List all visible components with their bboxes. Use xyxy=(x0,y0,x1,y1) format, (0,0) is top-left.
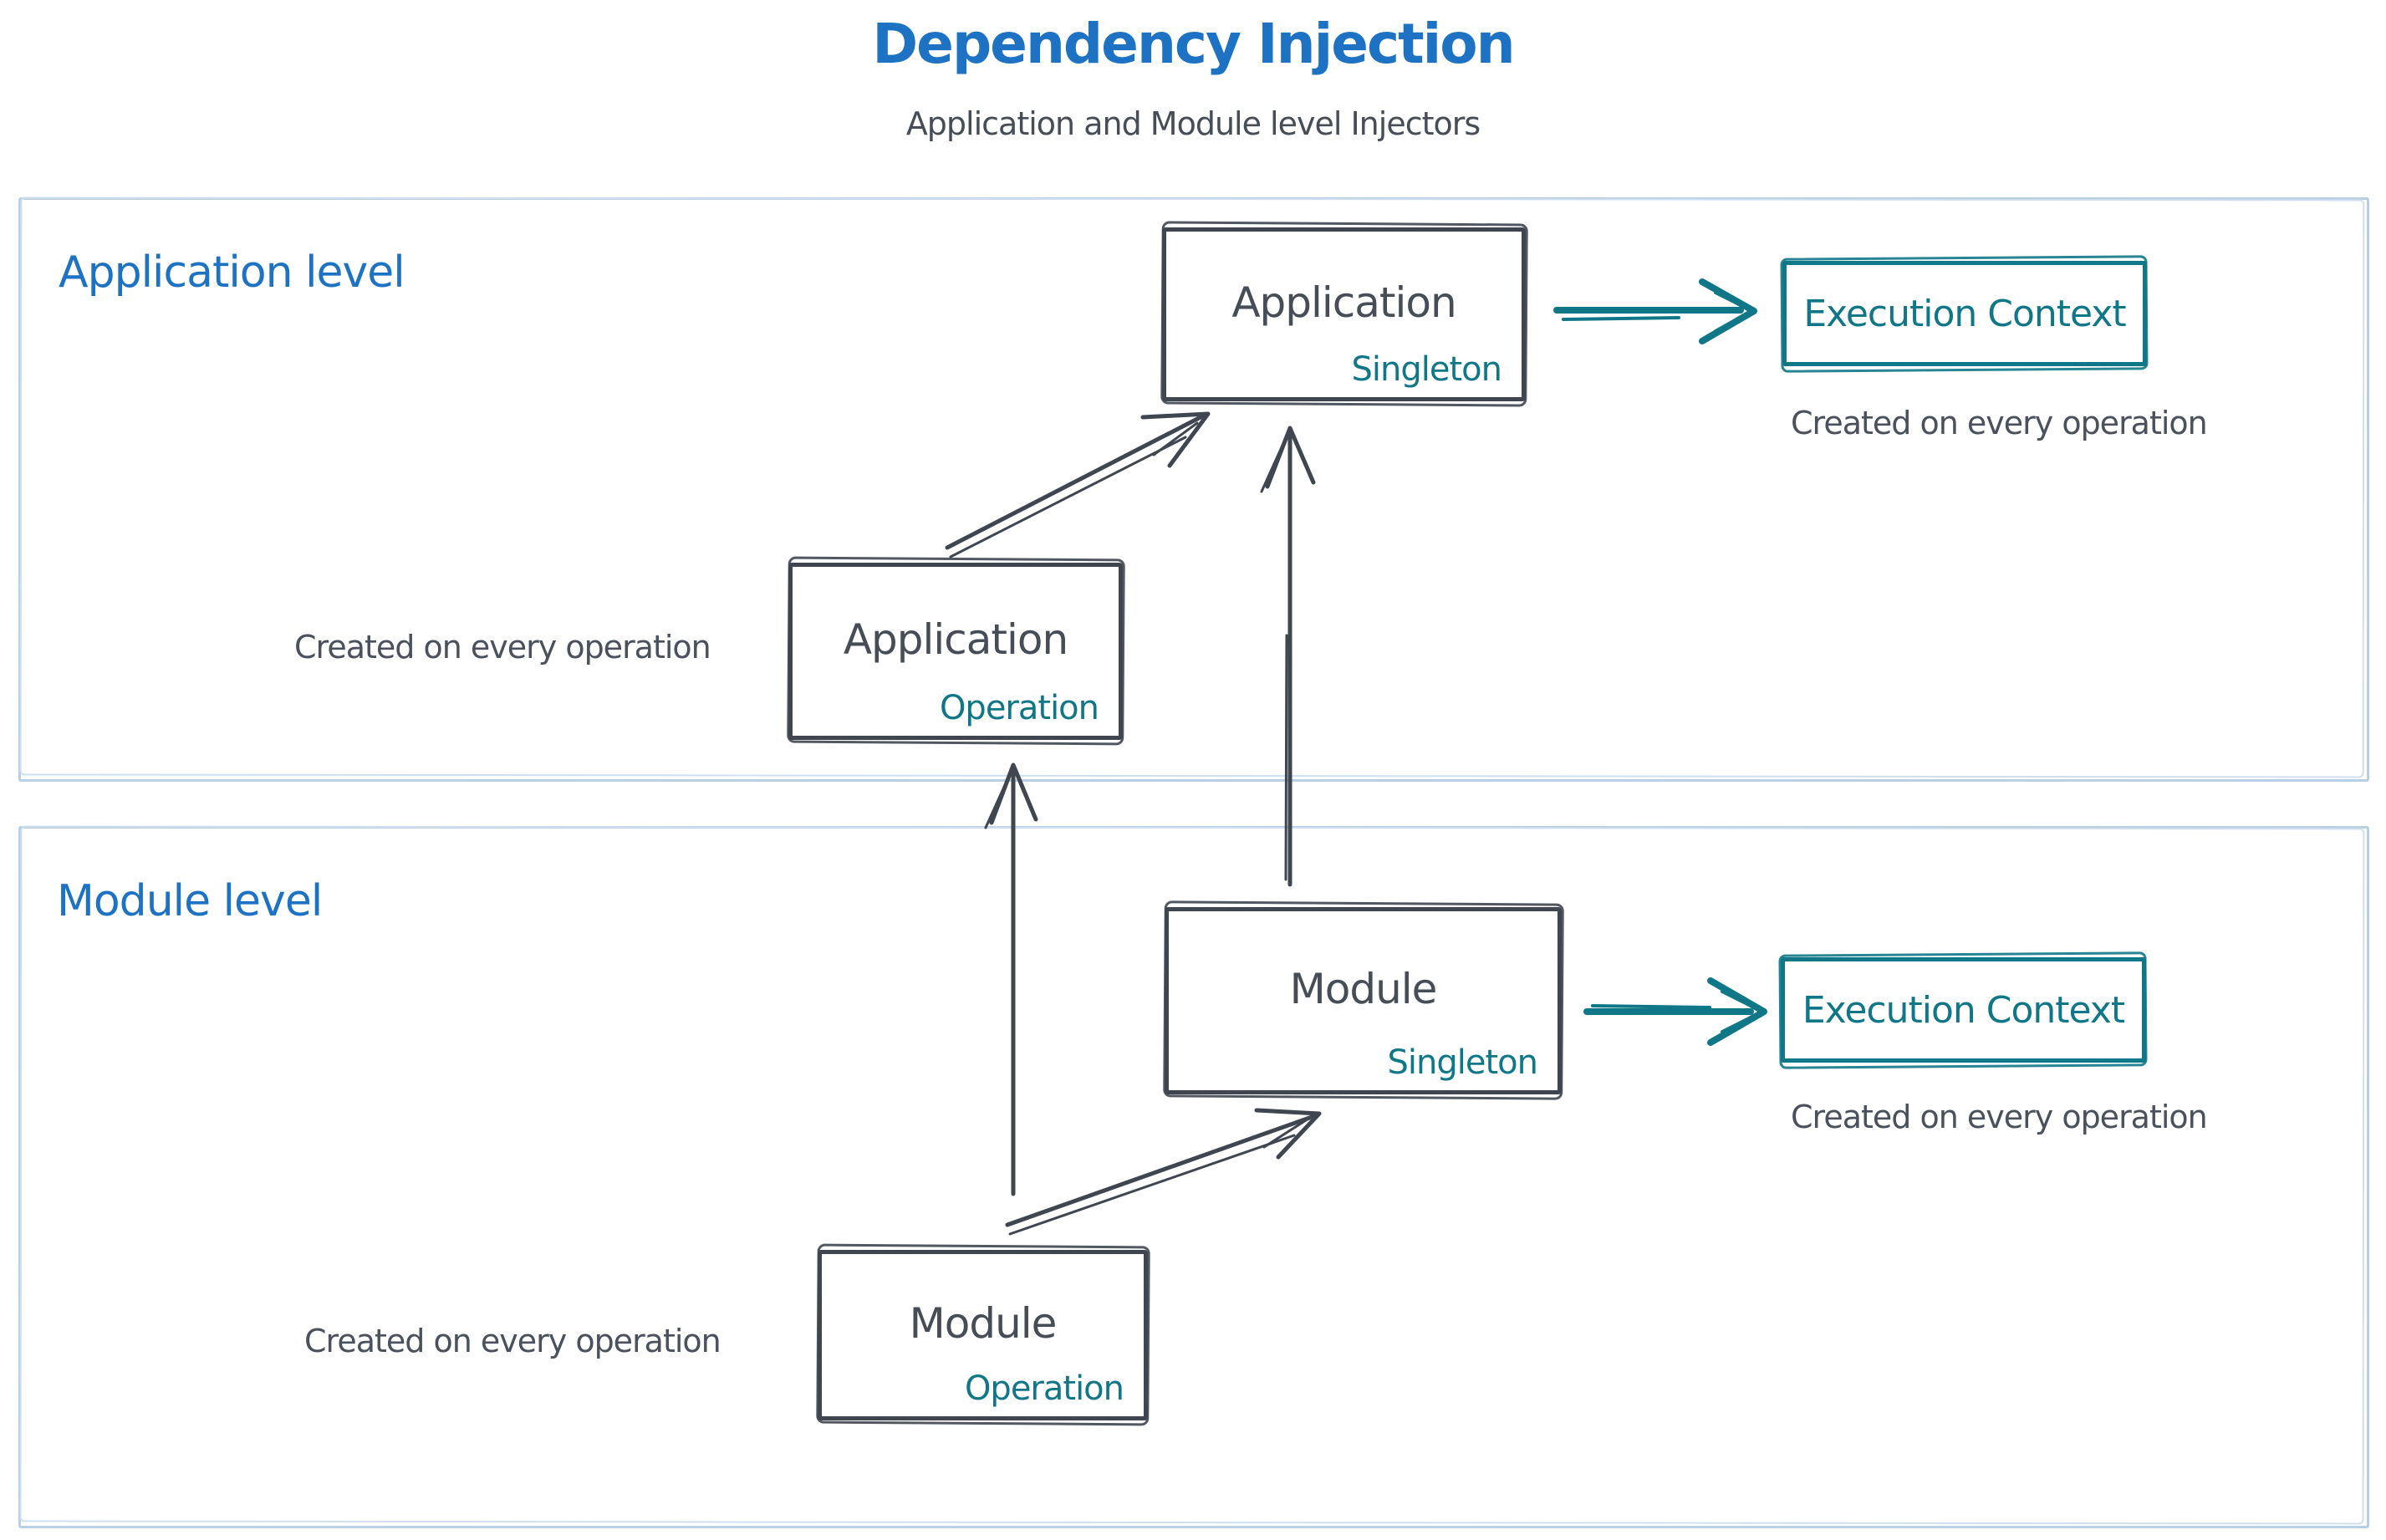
node-badge-operation: Operation xyxy=(939,689,1099,727)
execution-context-label: Execution Context xyxy=(1802,988,2125,1032)
node-title: Module xyxy=(1289,965,1438,1013)
note-created-on-every-operation: Created on every operation xyxy=(294,629,711,665)
node-execution-context-application: Execution Context xyxy=(1782,261,2147,366)
node-title: Application xyxy=(843,615,1068,664)
node-badge-singleton: Singleton xyxy=(1351,350,1502,389)
node-title: Application xyxy=(1231,278,1456,327)
node-execution-context-module: Execution Context xyxy=(1781,957,2146,1063)
note-created-on-every-operation: Created on every operation xyxy=(1791,1099,2208,1135)
section-module-level xyxy=(18,826,2369,1528)
section-label-application-level: Application level xyxy=(59,247,405,298)
page-title: Dependency Injection xyxy=(872,12,1515,76)
node-module-singleton: Module Singleton xyxy=(1165,907,1562,1094)
note-created-on-every-operation: Created on every operation xyxy=(304,1323,721,1359)
node-title: Module xyxy=(909,1299,1058,1348)
section-application-level xyxy=(18,197,2369,782)
node-module-operation: Module Operation xyxy=(818,1250,1148,1420)
node-application-operation: Application Operation xyxy=(788,563,1123,740)
node-badge-singleton: Singleton xyxy=(1387,1043,1538,1082)
node-badge-operation: Operation xyxy=(964,1369,1124,1408)
execution-context-label: Execution Context xyxy=(1803,292,2126,335)
page-subtitle: Application and Module level Injectors xyxy=(905,105,1481,142)
note-created-on-every-operation: Created on every operation xyxy=(1791,405,2208,441)
section-label-module-level: Module level xyxy=(57,876,323,926)
node-application-singleton: Application Singleton xyxy=(1162,227,1526,401)
